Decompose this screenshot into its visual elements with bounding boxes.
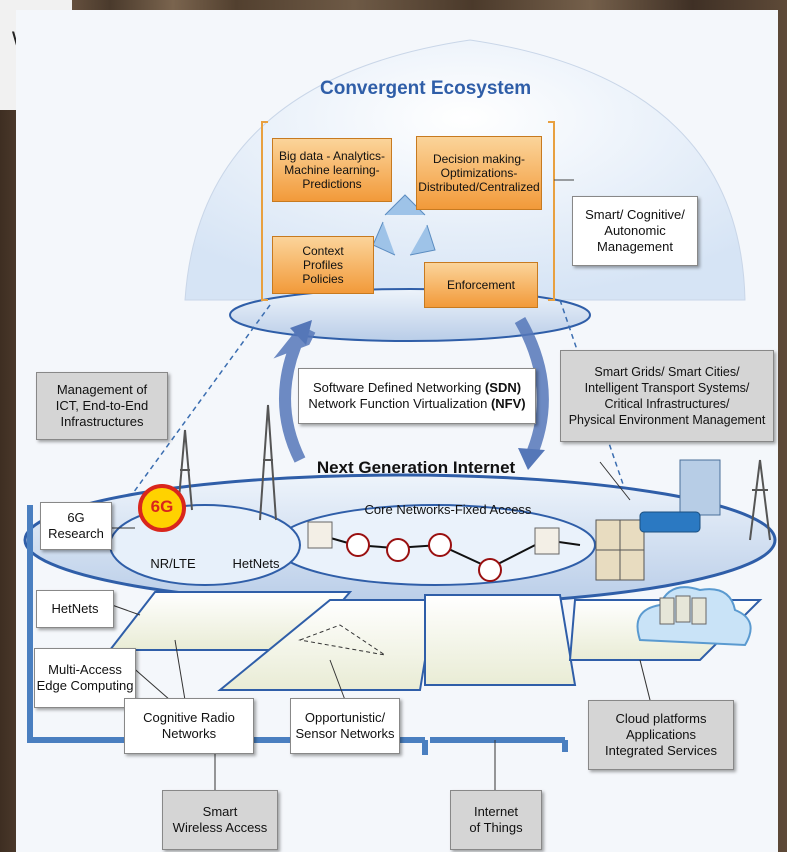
recycle-icon <box>372 194 436 256</box>
smart-wireless-access-box: Smart Wireless Access <box>162 790 278 850</box>
cube-decision-making: Decision making- Optimizations- Distribu… <box>416 136 542 210</box>
sdn-nfv-box: Software Defined Networking (SDN) Networ… <box>298 368 536 424</box>
6g-research-box: 6G Research <box>40 502 112 550</box>
nr-lte-label: NR/LTE <box>150 556 196 571</box>
cloud-platforms-box: Cloud platforms Applications Integrated … <box>588 700 734 770</box>
cognitive-radio-box: Cognitive Radio Networks <box>124 698 254 754</box>
hetnets-box: HetNets <box>36 590 114 628</box>
radio-access-ellipse <box>109 504 301 586</box>
right-curved-arrow <box>514 317 549 461</box>
hetnets-ring-label: HetNets <box>232 556 280 571</box>
smart-cognitive-management-box: Smart/ Cognitive/ Autonomic Management <box>572 196 698 266</box>
6g-badge-label: 6G <box>150 497 174 516</box>
6g-badge <box>138 484 186 532</box>
iot-plate <box>424 594 577 686</box>
core-networks-label: Core Networks-Fixed Access <box>364 502 532 517</box>
smart-grids-box: Smart Grids/ Smart Cities/ Intelligent T… <box>560 350 774 442</box>
management-ict-box: Management of ICT, End-to-End Infrastruc… <box>36 372 168 440</box>
opportunistic-box: Opportunistic/ Sensor Networks <box>290 698 400 754</box>
building-icon <box>679 459 721 516</box>
bus-icon <box>639 511 701 533</box>
cube-enforcement: Enforcement <box>424 262 538 308</box>
iot-box: Internet of Things <box>450 790 542 850</box>
mec-box: Multi-Access Edge Computing <box>34 648 136 708</box>
next-generation-internet-label: Next Generation Internet <box>316 458 516 477</box>
diagram-title: Convergent Ecosystem <box>320 78 532 99</box>
cube-context: Context Profiles Policies <box>272 236 374 294</box>
cube-big-data: Big data - Analytics- Machine learning- … <box>272 138 392 202</box>
